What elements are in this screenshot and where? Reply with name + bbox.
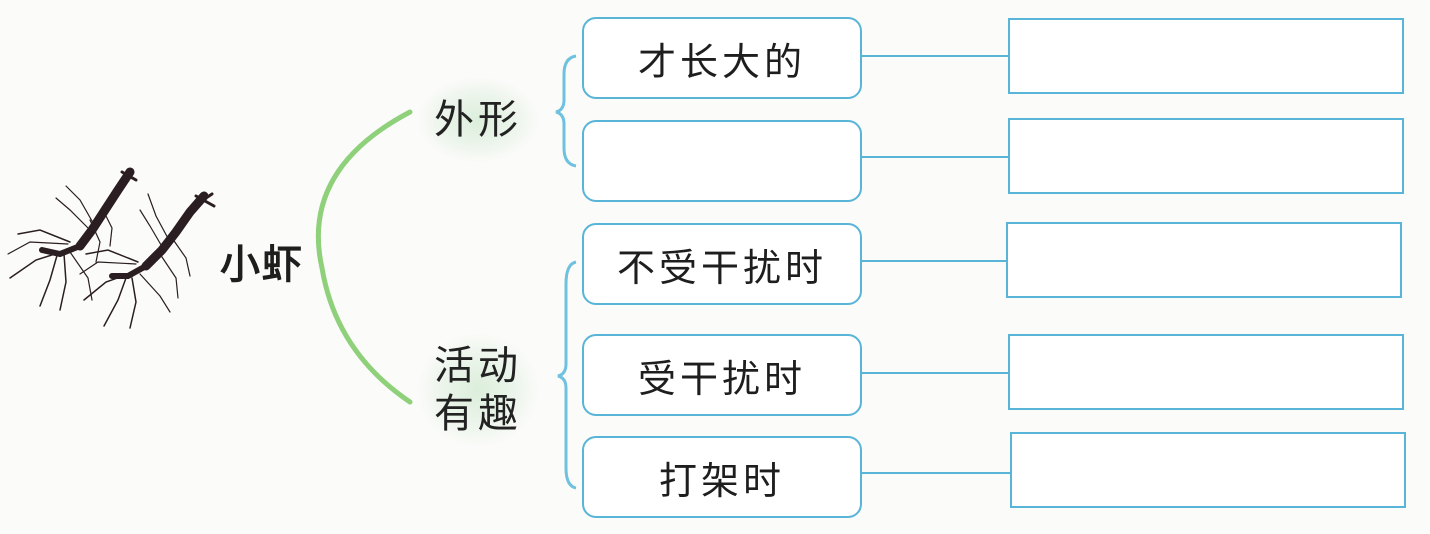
branch-activity: 活动 有趣 bbox=[418, 334, 538, 446]
root-arc bbox=[315, 109, 413, 405]
item-box-just-grown: 才长大的 bbox=[582, 17, 862, 99]
appearance-bracket bbox=[555, 54, 577, 168]
answer-box-3[interactable] bbox=[1006, 222, 1402, 298]
branch-appearance: 外形 bbox=[418, 78, 538, 162]
answer-box-2[interactable] bbox=[1008, 118, 1404, 194]
item-box-blank[interactable] bbox=[582, 120, 862, 202]
root-label: 小虾 bbox=[220, 242, 304, 288]
answer-box-4[interactable] bbox=[1008, 334, 1404, 410]
branch-activity-line2: 有趣 bbox=[434, 391, 522, 437]
item-box-fighting: 打架时 bbox=[582, 436, 862, 518]
answer-box-1[interactable] bbox=[1008, 18, 1404, 94]
answer-box-5[interactable] bbox=[1010, 432, 1406, 508]
item-box-disturbed: 受干扰时 bbox=[582, 334, 862, 416]
branch-activity-line1: 活动 bbox=[434, 343, 522, 389]
activity-bracket bbox=[557, 260, 577, 490]
item-box-undisturbed: 不受干扰时 bbox=[582, 223, 862, 305]
shrimp-illustration bbox=[7, 167, 216, 329]
